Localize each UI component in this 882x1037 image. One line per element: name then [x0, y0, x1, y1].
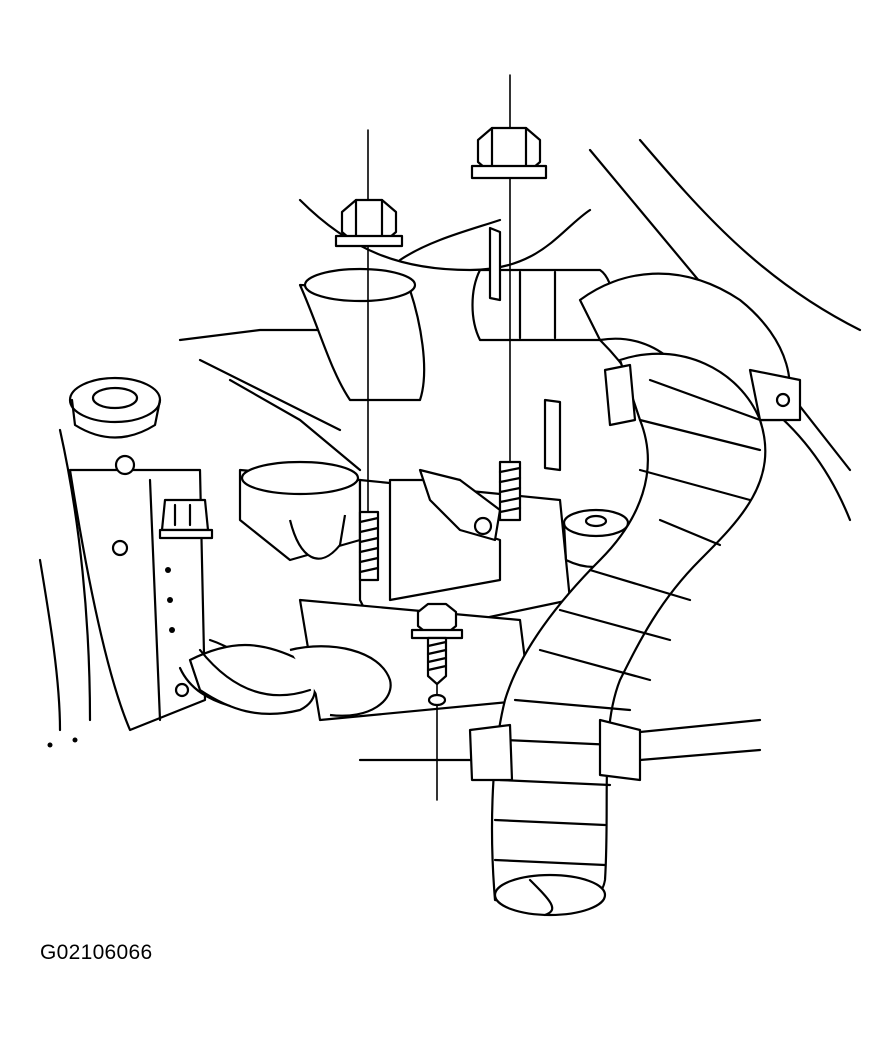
bracket-tab	[490, 228, 560, 470]
right-nut-assembly	[472, 75, 546, 520]
bracket-bolt	[160, 500, 212, 538]
wiring-harness-left	[180, 645, 391, 716]
figure-code: G02106066	[40, 941, 153, 964]
mount-bracket-left	[47, 378, 206, 748]
wrapped-harness	[470, 354, 800, 915]
upper-hose	[473, 270, 790, 470]
lower-bolt-assembly	[412, 604, 462, 800]
left-nut-assembly	[336, 130, 402, 580]
